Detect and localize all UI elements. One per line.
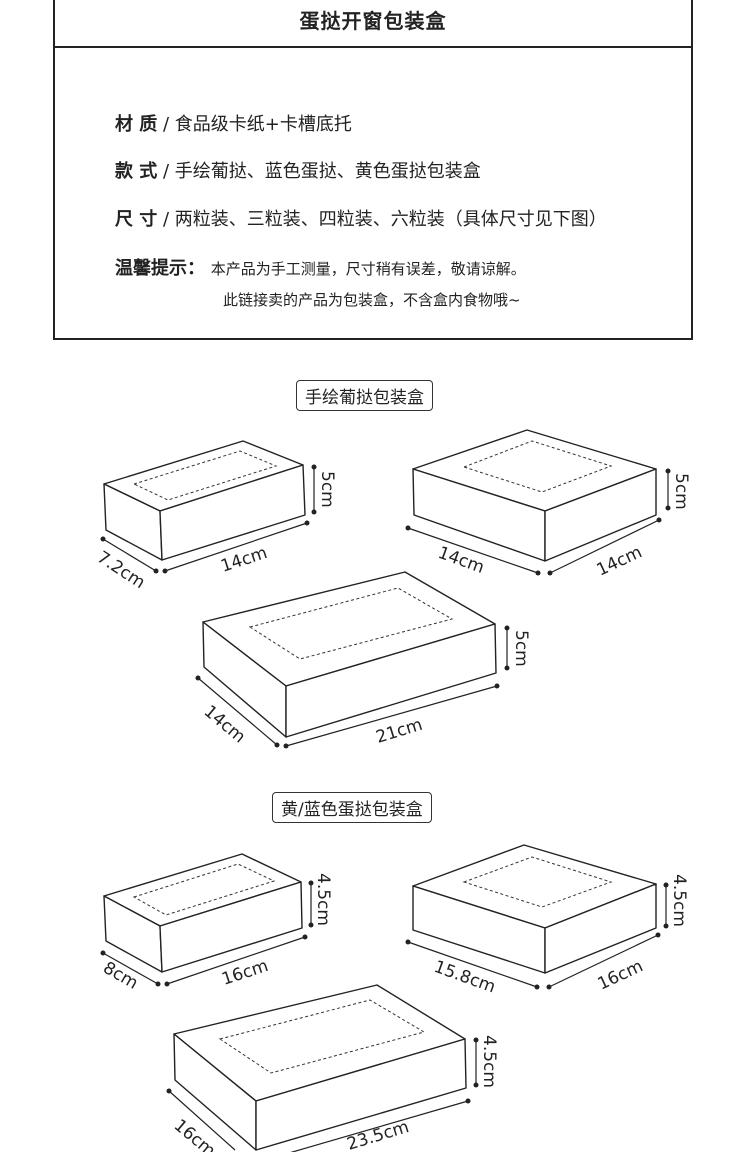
style-row: 款 式 / 手绘葡挞、蓝色蛋挞、黄色蛋挞包装盒 xyxy=(115,157,481,183)
box-s2-b xyxy=(405,844,669,990)
box-window xyxy=(462,856,613,908)
material-label: 材 质 xyxy=(115,114,158,135)
box-window xyxy=(248,587,454,660)
dim-s2-c-length: 23.5cm xyxy=(345,1117,412,1152)
tip-line-1: 本产品为手工测量，尺寸稍有误差，敬请谅解。 xyxy=(210,260,526,278)
material-row: 材 质 / 食品级卡纸+卡槽底托 xyxy=(115,110,352,136)
dim-s2-c-height: 4.5cm xyxy=(479,1035,499,1088)
dim-s2-b-depth: 15.8cm xyxy=(431,957,498,998)
style-label: 款 式 xyxy=(115,161,158,182)
size-label: 尺 寸 xyxy=(115,209,158,230)
dim-s2-a-height: 4.5cm xyxy=(313,873,333,926)
dim-s1-a-length: 14cm xyxy=(218,543,269,577)
dim-s1-b-height: 5cm xyxy=(671,473,691,510)
section-label-yellow-blue: 黄/蓝色蛋挞包装盒 xyxy=(272,792,432,823)
style-value: / 手绘葡挞、蓝色蛋挞、黄色蛋挞包装盒 xyxy=(163,161,481,182)
box-side xyxy=(544,883,657,974)
dim-s1-c-length: 21cm xyxy=(374,715,425,748)
box-side xyxy=(159,464,306,561)
box-window xyxy=(462,440,613,493)
section-label-hand-painted: 手绘葡挞包装盒 xyxy=(296,380,433,411)
info-panel: 蛋挞开窗包装盒 材 质 / 食品级卡纸+卡槽底托 款 式 / 手绘葡挞、蓝色蛋挞… xyxy=(53,0,693,340)
box-window xyxy=(218,999,426,1074)
box-s1-b xyxy=(405,429,671,576)
box-window xyxy=(132,863,276,916)
page-title: 蛋挞开窗包装盒 xyxy=(55,0,691,48)
tip-label: 温馨提示： xyxy=(115,258,205,279)
box-window xyxy=(132,450,278,501)
dim-s1-a-height: 5cm xyxy=(317,471,337,508)
dim-s1-b-depth: 14cm xyxy=(435,543,487,578)
box-side xyxy=(285,623,497,738)
dim-s2-b-height: 4.5cm xyxy=(669,874,689,927)
tip-row: 温馨提示： 本产品为手工测量，尺寸稍有误差，敬请谅解。 xyxy=(115,254,526,280)
size-row: 尺 寸 / 两粒装、三粒装、四粒装、六粒装（具体尺寸见下图） xyxy=(115,205,607,231)
box-side xyxy=(255,1038,467,1151)
dim-s1-c-depth: 14cm xyxy=(200,702,249,748)
box-s2-a xyxy=(100,853,314,987)
dim-s2-a-length: 16cm xyxy=(219,956,270,990)
box-s1-a xyxy=(100,440,317,574)
box-s2-c xyxy=(166,984,479,1152)
box-side xyxy=(159,881,303,973)
dim-s1-a-depth: 7.2cm xyxy=(93,547,148,593)
dim-s1-c-height: 5cm xyxy=(511,630,531,667)
dim-s2-c-depth: 16cm xyxy=(170,1116,219,1152)
size-value: / 两粒装、三粒装、四粒装、六粒装（具体尺寸见下图） xyxy=(163,209,607,230)
dim-s2-a-depth: 8cm xyxy=(100,958,142,994)
box-s1-c xyxy=(195,571,510,749)
material-value: / 食品级卡纸+卡槽底托 xyxy=(163,114,352,135)
tip-line-2: 此链接卖的产品为包装盒，不含盒内食物哦~ xyxy=(223,291,521,309)
box-side xyxy=(544,468,657,562)
